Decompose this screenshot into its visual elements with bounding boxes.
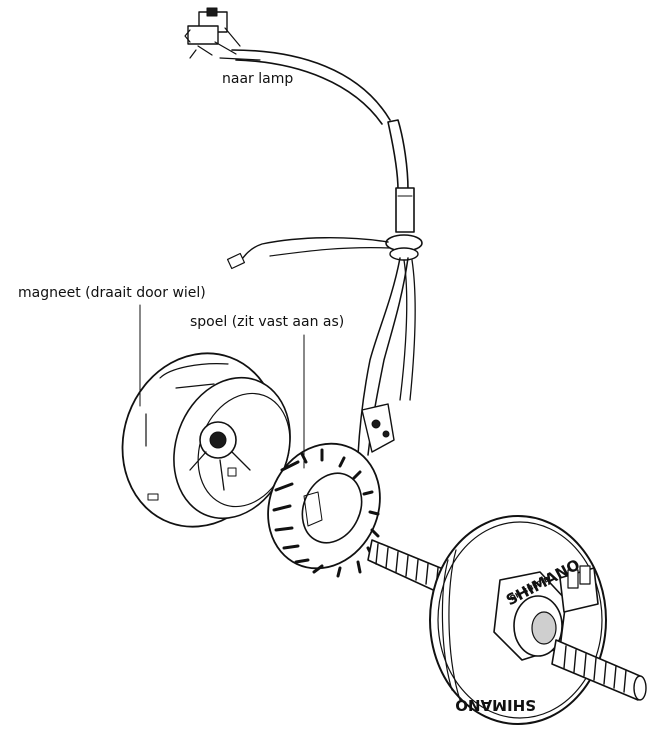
hub-brand-bottom: SHIMANO: [455, 696, 536, 714]
lamp-connector: [184, 7, 241, 59]
label-coil: spoel (zit vast aan as): [190, 314, 345, 330]
wiring-harness: [184, 7, 423, 456]
magnet-rotor: [121, 352, 291, 528]
hub-axle: SHIMANO DH-3N80-B SHIMANO: [367, 515, 647, 725]
coil-stator: [267, 442, 381, 578]
terminal-block: [361, 403, 395, 453]
label-to-lamp: naar lamp: [222, 71, 294, 87]
label-magnet: magneet (draait door wiel): [18, 285, 206, 301]
leader-lines: [139, 304, 305, 469]
